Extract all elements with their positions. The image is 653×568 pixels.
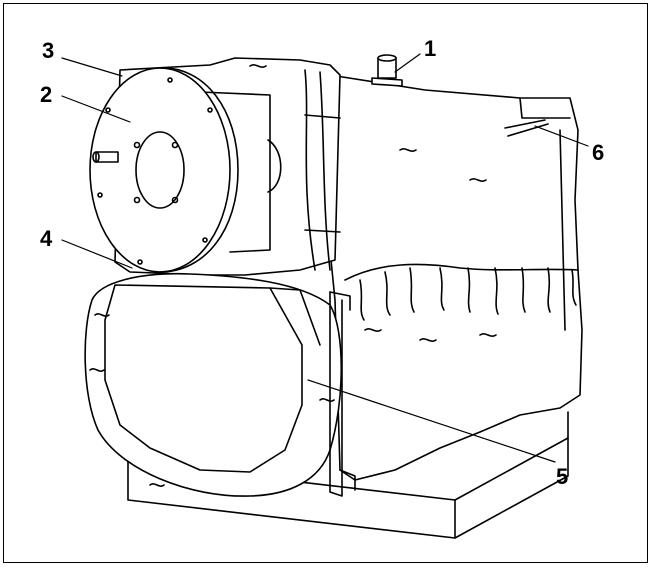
callout-5: 5 — [556, 464, 568, 489]
flue-connection — [371, 54, 403, 87]
callout-1: 1 — [424, 36, 436, 61]
callout-6: 6 — [592, 140, 604, 165]
insulation-jacket — [319, 74, 583, 481]
callout-2: 2 — [40, 82, 52, 107]
leader-lines — [61, 53, 589, 463]
side-bracket — [329, 291, 356, 497]
callout-4: 4 — [40, 226, 53, 251]
callout-3: 3 — [42, 38, 54, 63]
burner-door — [89, 67, 239, 273]
front-section — [84, 272, 342, 497]
